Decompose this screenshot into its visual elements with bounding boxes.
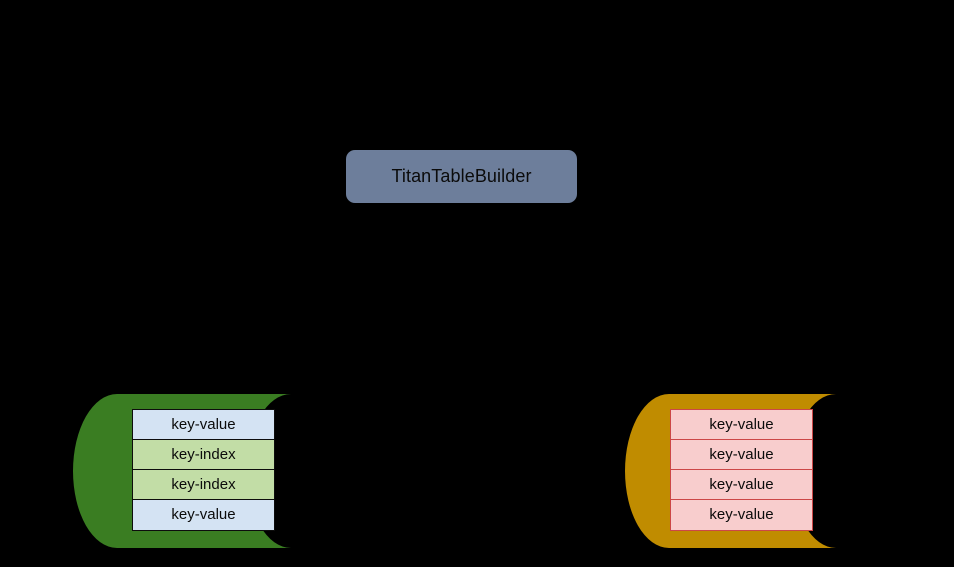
right-store-table: key-value key-value key-value key-value — [670, 409, 813, 531]
table-row: key-value — [133, 500, 274, 530]
table-row: key-index — [133, 470, 274, 500]
table-row: key-index — [133, 440, 274, 470]
table-row: key-value — [671, 410, 812, 440]
table-row: key-value — [671, 470, 812, 500]
table-row: key-value — [671, 440, 812, 470]
right-store-cylinder[interactable]: key-value key-value key-value key-value — [625, 394, 880, 548]
edge-builder-to-left-store — [199, 203, 421, 394]
titan-table-builder-node[interactable]: TitanTableBuilder — [346, 150, 577, 203]
left-store-table: key-value key-index key-index key-value — [132, 409, 275, 531]
edge-builder-to-right-store — [502, 203, 751, 394]
table-row: key-value — [671, 500, 812, 530]
titan-table-builder-label: TitanTableBuilder — [391, 166, 532, 186]
table-row: key-value — [133, 410, 274, 440]
left-store-cylinder[interactable]: key-value key-index key-index key-value — [73, 394, 335, 548]
